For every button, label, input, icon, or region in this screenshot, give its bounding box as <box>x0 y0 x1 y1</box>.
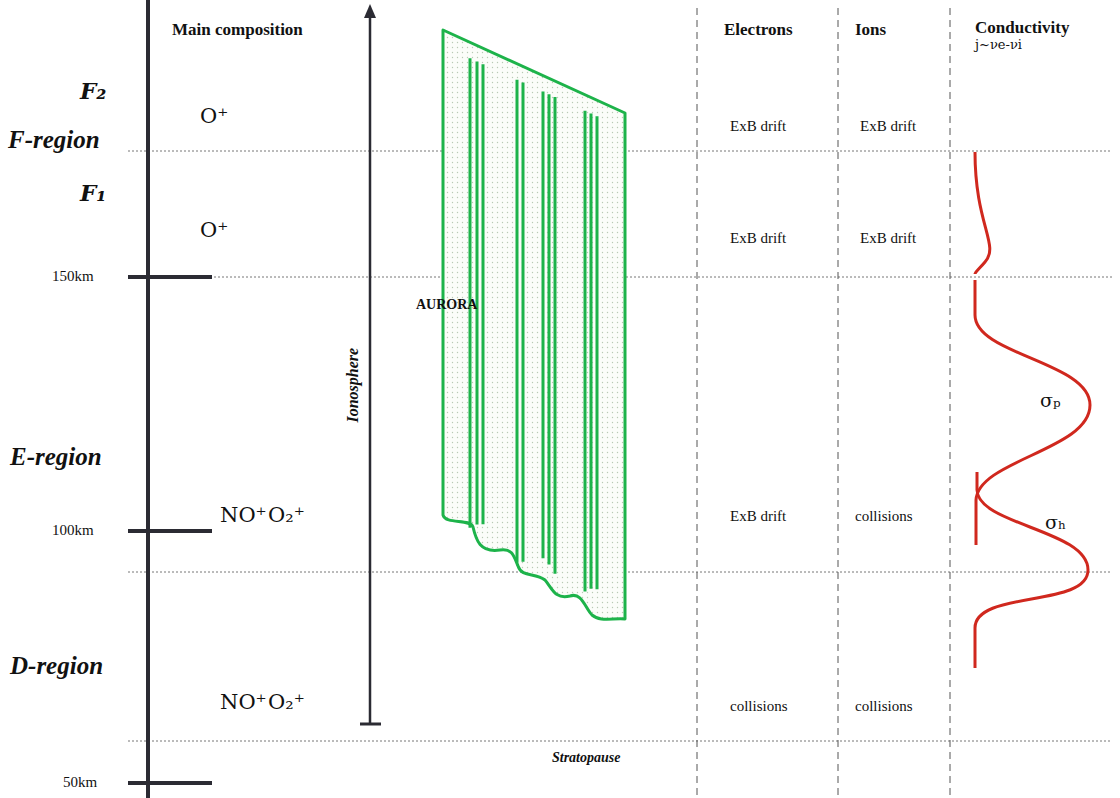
conductivity-curves <box>975 152 1090 668</box>
aurora-ray <box>482 64 485 524</box>
aurora-ray <box>516 80 519 563</box>
aurora-label: AURORA <box>416 297 477 313</box>
table-cell: ExB drift <box>730 508 786 525</box>
aurora-ray <box>554 97 557 574</box>
ion-species: O⁺ <box>200 104 228 128</box>
table-cell: ExB drift <box>860 118 916 135</box>
aurora-ray <box>548 94 551 564</box>
region-name: F-region <box>8 126 100 155</box>
table-cell: collisions <box>855 698 913 715</box>
stratopause-label: Stratopause <box>552 750 620 766</box>
layer-name: F₁ <box>80 180 106 206</box>
aurora-ray <box>542 92 545 559</box>
region-name: D-region <box>10 652 103 681</box>
table-cell: collisions <box>855 508 913 525</box>
altitude-axis <box>128 0 212 798</box>
aurora-ray <box>476 62 479 525</box>
table-cell: ExB drift <box>860 230 916 247</box>
aurora-ray <box>522 82 525 561</box>
aurora-curtain <box>443 30 625 619</box>
ionosphere-arrow <box>360 4 381 724</box>
ion-species: O⁺ <box>200 218 228 242</box>
conductivity-label: σₕ <box>1045 512 1066 534</box>
altitude-label: 100km <box>52 522 94 539</box>
column-header: Main composition <box>172 20 303 40</box>
ion-species: O₂⁺ <box>268 690 305 714</box>
column-header: Conductivity <box>975 18 1069 38</box>
altitude-label: 150km <box>52 268 94 285</box>
column-header: Ions <box>855 20 886 40</box>
aurora-ray <box>469 58 472 528</box>
table-cell: collisions <box>730 698 788 715</box>
ion-species: NO⁺ <box>220 690 267 714</box>
formula: j~νe-νi <box>975 38 1022 53</box>
column-separators <box>697 8 950 798</box>
aurora-ray <box>584 111 587 592</box>
column-header: Electrons <box>724 20 793 40</box>
ion-species: O₂⁺ <box>268 503 305 527</box>
aurora-ray <box>596 116 599 589</box>
layer-name: F₂ <box>80 78 106 104</box>
ion-species: NO⁺ <box>220 503 267 527</box>
conductivity-label: σₚ <box>1040 390 1061 412</box>
table-cell: ExB drift <box>730 118 786 135</box>
aurora-ray <box>590 113 593 588</box>
table-cell: ExB drift <box>730 230 786 247</box>
altitude-label: 50km <box>63 774 97 791</box>
region-name: E-region <box>10 443 102 472</box>
ionosphere-label: Ionosphere <box>344 348 362 423</box>
